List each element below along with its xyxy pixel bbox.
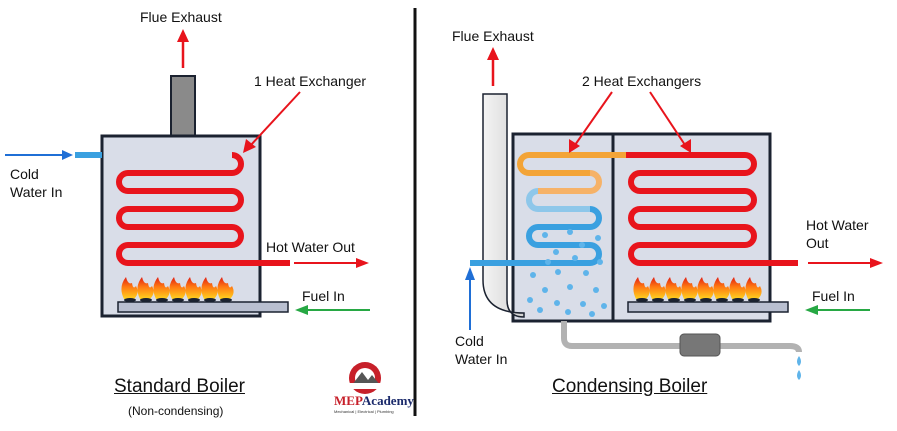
fuel-in-arrowhead [805, 305, 818, 315]
exchangers-pointer-arrow [574, 91, 613, 146]
flame [201, 277, 218, 299]
exchangers-pointer-arrow [649, 91, 686, 146]
flame [217, 277, 234, 299]
cold-label-line2: Water In [10, 184, 63, 200]
flue-exhaust-arrowhead [177, 29, 189, 42]
burner-flames [121, 277, 234, 302]
cold-label-line2: Water In [455, 351, 508, 367]
burner-flames [633, 277, 762, 302]
logo-name-part1: MEP [334, 393, 362, 408]
standard-fuel-in-label: Fuel In [302, 288, 345, 304]
secondary-heat-exchanger-coil [526, 188, 590, 212]
flame [729, 277, 746, 299]
standard-boiler-subtitle: (Non-condensing) [128, 404, 224, 418]
hot-water-label-line2: Out [806, 235, 829, 251]
cold-label-line1: Cold [455, 333, 484, 349]
heat-exchanger-coil [116, 152, 290, 266]
secondary-heat-exchanger-coil [517, 152, 590, 176]
logo-name-part2: Academy [361, 393, 414, 408]
flame [665, 277, 682, 299]
primary-heat-exchanger-coil [626, 152, 798, 266]
flame [153, 277, 170, 299]
cold-water-in-arrowhead [62, 150, 73, 160]
flame [745, 277, 762, 299]
mep-academy-logo-icon [345, 362, 385, 394]
standard-boiler-title: Standard Boiler [114, 376, 245, 397]
exchanger-pointer-arrow [249, 91, 301, 147]
burner-tray [627, 301, 789, 313]
condensing-fuel-in-label: Fuel In [812, 288, 855, 304]
flame [137, 277, 154, 299]
condensate-drain-pipe [561, 321, 802, 353]
flame [681, 277, 698, 299]
secondary-heat-exchanger-coil [470, 206, 602, 266]
condensing-heat-exchangers-label: 2 Heat Exchangers [582, 73, 702, 89]
flame [633, 277, 650, 299]
cold-label-line1: Cold [10, 166, 39, 182]
hot-water-label-line1: Hot Water [806, 217, 869, 233]
secondary-heat-exchanger-coil [538, 170, 602, 194]
condensing-boiler [465, 47, 883, 380]
hot-water-out-arrowhead [870, 258, 883, 268]
flue-exhaust-arrowhead [487, 47, 499, 60]
standard-hot-water-out-label: Hot Water Out [266, 239, 355, 255]
flame [185, 277, 202, 299]
standard-boiler [5, 29, 370, 318]
flame [697, 277, 714, 299]
flame [169, 277, 186, 299]
mep-academy-tagline: Mechanical | Electrical | Plumbing [334, 409, 394, 414]
hot-water-out-arrowhead [356, 258, 369, 268]
standard-cold-water-label: Cold Water In [10, 165, 62, 201]
condensate-trap [679, 333, 721, 357]
exchanger-pointer-arrowhead [243, 139, 256, 153]
burner-tray [117, 301, 289, 313]
flame [713, 277, 730, 299]
standard-flue-exhaust-label: Flue Exhaust [140, 9, 222, 25]
condensate-droplets [527, 229, 607, 317]
flame [121, 277, 138, 299]
exchangers-pointer-arrowhead [569, 139, 580, 153]
drain-droplets [797, 356, 801, 380]
condensing-flue-exhaust-label: Flue Exhaust [452, 28, 534, 44]
mep-academy-logo-text: MEPAcademy [334, 393, 414, 409]
condensing-hot-water-out-label: Hot Water Out [806, 216, 869, 252]
fuel-in-arrowhead [295, 305, 308, 315]
flame [649, 277, 666, 299]
cold-water-in-arrowhead [465, 267, 475, 280]
standard-heat-exchanger-label: 1 Heat Exchanger [254, 73, 367, 89]
exchangers-pointer-arrowhead [680, 139, 691, 153]
flue-chimney [170, 75, 196, 137]
condensing-cold-water-label: Cold Water In [455, 332, 507, 368]
condensing-boiler-title: Condensing Boiler [552, 376, 708, 397]
